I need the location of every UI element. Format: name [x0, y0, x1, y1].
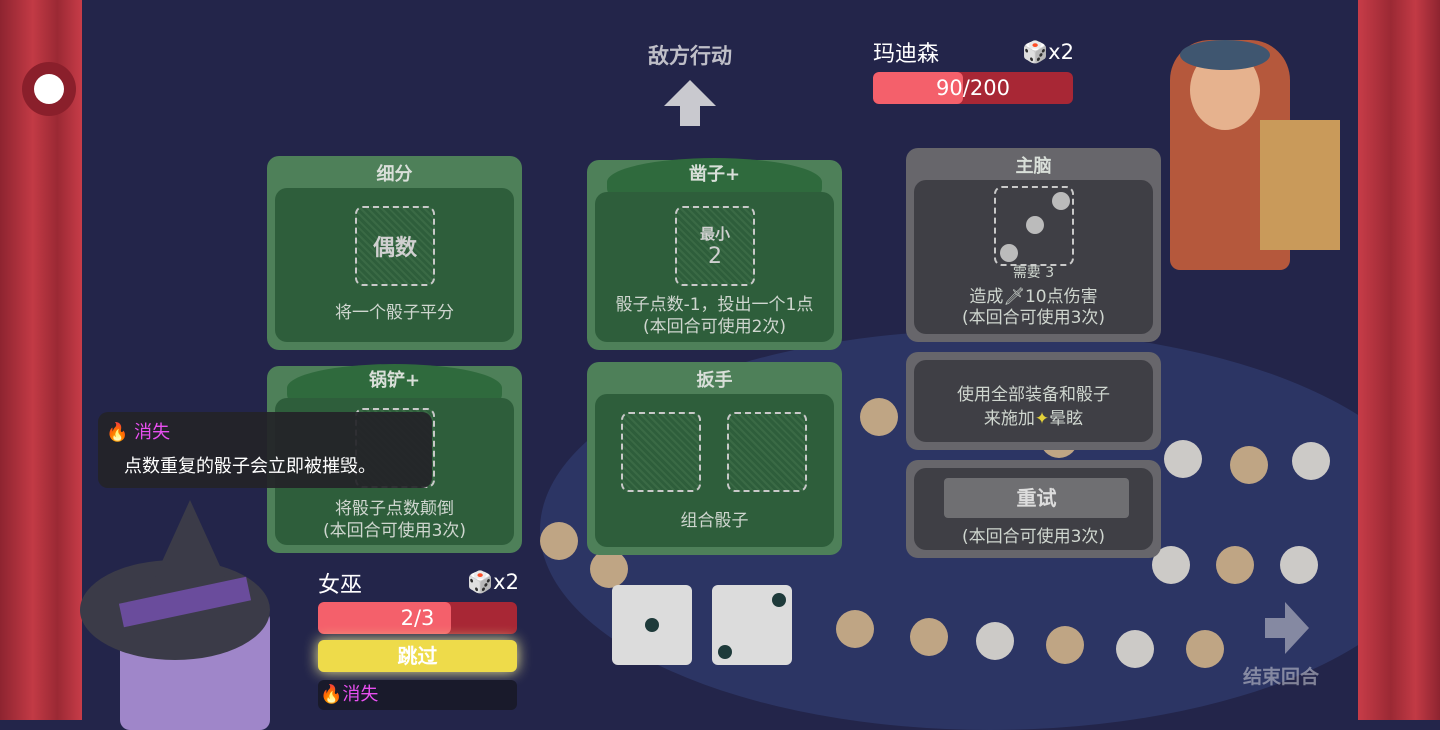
- player-name: 女巫: [318, 573, 363, 598]
- end-turn-button[interactable]: 结束回合: [1226, 598, 1336, 689]
- dice-slot[interactable]: 偶数: [355, 206, 435, 286]
- curtain-left: [0, 0, 82, 720]
- arrow-right-icon: [1265, 602, 1309, 654]
- player-portrait: [80, 500, 300, 730]
- enemy-portrait: [1150, 10, 1350, 310]
- enemy-card-reroll: 重试 (本回合可使用3次): [906, 460, 1161, 558]
- dice-slot-1[interactable]: [621, 412, 701, 492]
- player-dice-count: 🎲x2: [467, 570, 519, 594]
- equipment-card-subdivide[interactable]: 细分 偶数 将一个骰子平分: [267, 156, 522, 350]
- dice-2[interactable]: [712, 585, 792, 665]
- status-tooltip: 🔥 消失 点数重复的骰子会立即被摧毁。: [98, 412, 432, 488]
- stun-icon: ✦: [1034, 409, 1050, 429]
- player-status-badge: 🔥消失: [318, 680, 517, 710]
- menu-button[interactable]: [22, 62, 76, 116]
- flame-icon: 🔥: [106, 422, 129, 443]
- dice-slot-2[interactable]: [727, 412, 807, 492]
- enemy-card-special: 使用全部装备和骰子 来施加✦晕眩: [906, 352, 1161, 450]
- skip-button[interactable]: 跳过: [318, 640, 517, 672]
- enemy-card-mastermind: 主脑 需要 3 造成🗡10点伤害 (本回合可使用3次): [906, 148, 1161, 342]
- flame-icon: 🔥: [320, 684, 343, 705]
- equipment-card-wrench[interactable]: 扳手 组合骰子: [587, 362, 842, 555]
- dice-icon: 🎲: [467, 570, 494, 594]
- dice-slot: [994, 186, 1074, 266]
- dice-icon: 🎲: [1022, 40, 1049, 64]
- enemy-action-indicator: 敌方行动: [630, 40, 750, 132]
- enemy-name: 玛迪森: [873, 42, 940, 67]
- enemy-dice-count: 🎲x2: [1022, 40, 1074, 64]
- reroll-button: 重试: [944, 478, 1129, 518]
- curtain-right: [1358, 0, 1440, 720]
- enemy-hp-bar: 90/200: [873, 72, 1073, 104]
- circle-icon: [34, 74, 64, 104]
- enemy-action-label: 敌方行动: [648, 44, 732, 68]
- dice-1[interactable]: [612, 585, 692, 665]
- arrow-up-icon: [664, 80, 716, 126]
- player-hp-bar: 2/3: [318, 602, 517, 634]
